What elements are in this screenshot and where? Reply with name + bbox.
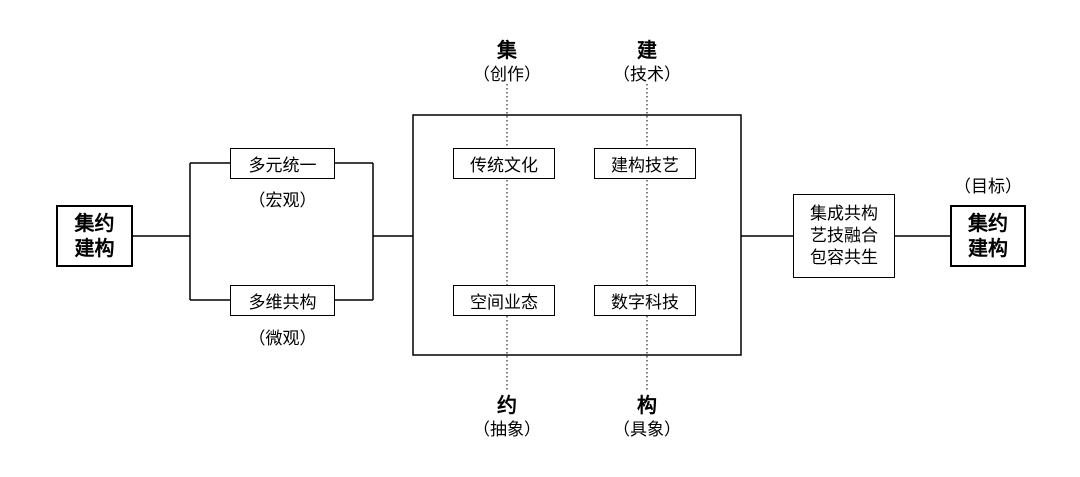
node-micro-label: 多维共构 <box>248 293 317 313</box>
quadrant-bottom-left-label: 空间业态 <box>470 293 538 313</box>
axis-top-right-title: 建 <box>637 38 657 62</box>
caption-micro: （微观） <box>248 329 317 349</box>
node-left-line2: 建构 <box>74 236 115 260</box>
node-goal-line1: 集约 <box>968 211 1008 235</box>
axis-bottom-left-title: 约 <box>497 393 517 417</box>
node-result: 集成共构 艺技融合 包容共生 <box>793 194 895 278</box>
quadrant-digital-tech: 数字科技 <box>594 285 696 316</box>
node-result-line1: 集成共构 <box>810 203 878 224</box>
quadrant-traditional-culture: 传统文化 <box>453 148 555 179</box>
axis-bottom-right-title: 构 <box>637 393 657 417</box>
axis-top-right-sub: （技术） <box>613 65 681 85</box>
quadrant-spatial-format: 空间业态 <box>453 285 555 316</box>
node-micro: 多维共构 <box>230 285 335 316</box>
caption-macro: （宏观） <box>248 191 317 211</box>
node-goal-line2: 建构 <box>968 236 1008 260</box>
axis-bottom-left-sub: （抽象） <box>473 420 541 440</box>
quadrant-bottom-right-label: 数字科技 <box>611 293 679 313</box>
quadrant-top-right-label: 建构技艺 <box>611 156 679 176</box>
node-result-line2: 艺技融合 <box>810 225 878 246</box>
node-macro-label: 多元统一 <box>248 156 317 176</box>
axis-top-left-title: 集 <box>497 38 517 62</box>
caption-goal: （目标） <box>954 177 1022 197</box>
axis-top-left-sub: （创作） <box>473 65 541 85</box>
axis-bottom-right-sub: （具象） <box>613 420 681 440</box>
center-frame <box>412 114 742 356</box>
node-result-line3: 包容共生 <box>810 248 878 269</box>
quadrant-construction-craft: 建构技艺 <box>594 148 696 179</box>
node-jiyue-jiangou-left: 集约 建构 <box>56 205 133 267</box>
quadrant-top-left-label: 传统文化 <box>470 156 538 176</box>
node-left-line1: 集约 <box>74 211 115 235</box>
node-jiyue-jiangou-goal: 集约 建构 <box>950 205 1026 267</box>
node-macro: 多元统一 <box>230 148 335 179</box>
